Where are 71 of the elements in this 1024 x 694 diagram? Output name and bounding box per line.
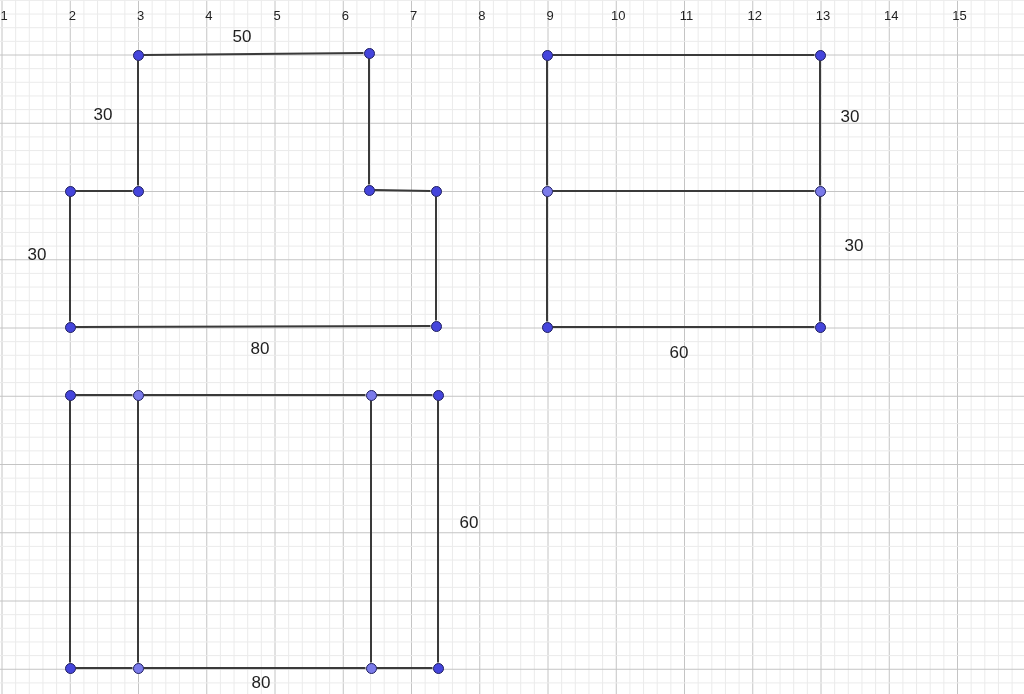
axis-number: 11 <box>679 7 694 23</box>
point <box>541 49 553 61</box>
line-segment <box>69 399 71 664</box>
point <box>430 320 442 332</box>
axis-number: 2 <box>68 7 76 23</box>
line-segment <box>69 195 71 323</box>
dimension-label: 60 <box>459 513 479 533</box>
axis-number: 15 <box>952 7 967 23</box>
line-segment <box>142 394 367 396</box>
axis-number: 7 <box>409 7 418 23</box>
point <box>64 389 76 401</box>
axis-number: 13 <box>815 7 831 23</box>
dimension-label: 50 <box>232 27 252 47</box>
line-segment <box>546 59 548 187</box>
line-segment <box>551 54 816 56</box>
axis-number: 12 <box>747 7 762 23</box>
line-segment <box>142 52 365 56</box>
point <box>432 662 444 674</box>
line-segment <box>819 59 821 187</box>
line-segment <box>74 190 134 192</box>
point <box>365 389 377 401</box>
dimension-label: 30 <box>93 105 113 125</box>
axis-number: 1 <box>0 7 8 23</box>
axis-number: 5 <box>273 7 281 23</box>
axis-number: 4 <box>205 7 213 23</box>
line-segment <box>74 667 134 669</box>
line-segment <box>551 326 816 328</box>
dimension-label: 30 <box>840 107 860 127</box>
line-segment <box>551 190 816 192</box>
point <box>430 185 442 197</box>
axis-number: 6 <box>341 7 349 23</box>
line-segment <box>74 394 134 396</box>
point <box>363 184 375 196</box>
point <box>363 47 375 59</box>
point <box>132 389 144 401</box>
point <box>541 321 553 333</box>
dimension-label: 60 <box>669 343 689 363</box>
axis-number: 14 <box>884 7 899 23</box>
point <box>814 185 826 197</box>
line-segment <box>137 399 139 664</box>
dimension-label: 30 <box>844 236 864 256</box>
point <box>132 185 144 197</box>
axis-number: 10 <box>611 7 626 23</box>
line-segment <box>74 325 432 328</box>
line-segment <box>437 399 439 664</box>
point <box>814 49 826 61</box>
point <box>814 321 826 333</box>
axis-number: 9 <box>546 7 554 23</box>
point <box>64 321 76 333</box>
line-segment <box>435 195 437 322</box>
line-segment <box>819 195 821 323</box>
line-segment <box>375 394 434 396</box>
axis-number: 8 <box>478 7 486 23</box>
line-segment <box>368 57 370 186</box>
point <box>132 49 144 61</box>
point <box>541 185 553 197</box>
point <box>132 662 144 674</box>
line-segment <box>142 667 367 669</box>
point <box>64 185 76 197</box>
point <box>365 662 377 674</box>
line-segment <box>373 189 432 192</box>
line-segment <box>370 399 372 664</box>
dimension-label: 30 <box>27 245 47 265</box>
point <box>64 662 76 674</box>
line-segment <box>137 59 139 187</box>
axis-number: 3 <box>136 7 145 23</box>
dimension-label: 80 <box>251 673 271 693</box>
line-segment <box>546 195 548 323</box>
dimension-label: 80 <box>250 339 270 359</box>
point <box>432 389 444 401</box>
line-segment <box>375 667 434 669</box>
